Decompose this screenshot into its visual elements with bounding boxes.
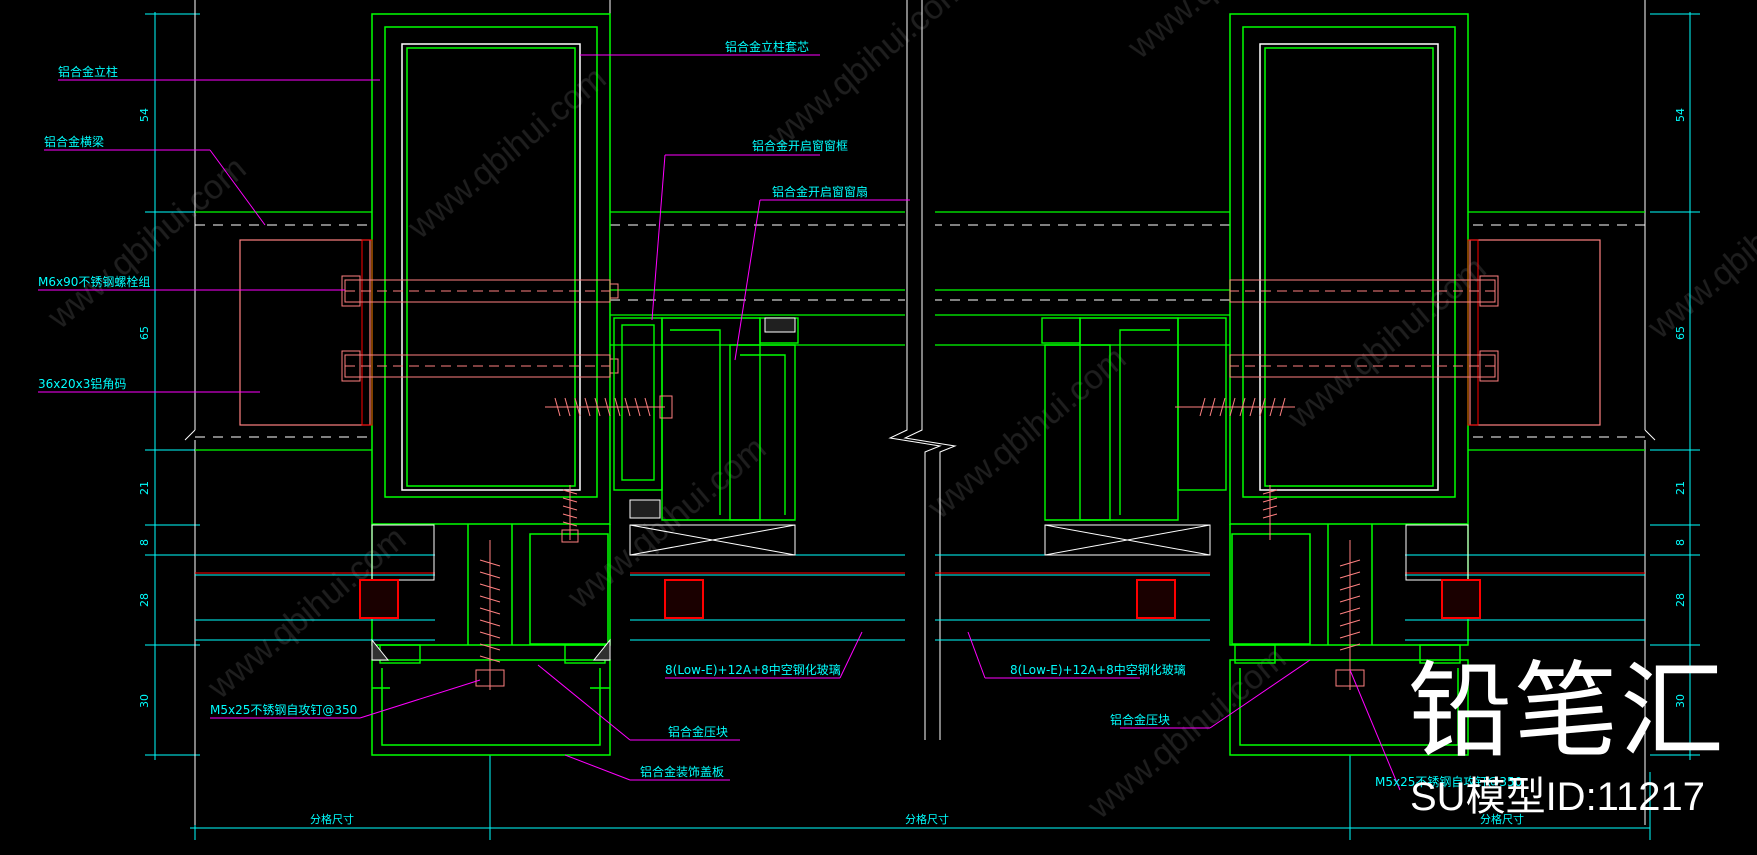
- vent-screw: [545, 395, 673, 419]
- watermark-url-2: www.qbihui.com: [760, 0, 973, 157]
- leader-lines: [38, 54, 1401, 791]
- label-glass-right: 8(Low-E)+12A+8中空钢化玻璃: [1010, 662, 1186, 677]
- dim-right-2: 21: [1674, 481, 1687, 495]
- watermark-url-8: www.qbihui.com: [1640, 159, 1757, 347]
- watermark-url-7: www.qbihui.com: [1280, 249, 1493, 437]
- dim-right-0: 54: [1674, 108, 1687, 122]
- left-assembly: [184, 0, 905, 825]
- watermark-url-6: www.qbihui.com: [920, 339, 1133, 527]
- label-angle: 36x20x3铝角码: [38, 376, 126, 391]
- label-mullion: 铝合金立柱: [58, 64, 118, 79]
- label-glass-left: 8(Low-E)+12A+8中空钢化玻璃: [665, 662, 841, 677]
- glass-left: [195, 554, 905, 641]
- label-vent-frame: 铝合金开启窗窗框: [752, 138, 848, 153]
- label-transom: 铝合金横梁: [44, 134, 104, 149]
- bottom-dim-left: 分格尺寸: [310, 812, 354, 826]
- dim-right-1: 65: [1674, 326, 1687, 340]
- bolt-upper: [341, 275, 619, 307]
- watermark-url-3: www.qbihui.com: [1120, 0, 1333, 67]
- bottom-dim-center: 分格尺寸: [905, 812, 949, 826]
- label-bolt: M6x90不锈钢螺栓组: [38, 274, 150, 289]
- left-dimension-chain: [145, 12, 200, 760]
- label-core: 铝合金立柱套芯: [725, 39, 809, 54]
- dim-left-3: 8: [138, 539, 151, 546]
- spacer-left-a: [359, 579, 399, 619]
- spacer-left-b: [664, 579, 704, 619]
- label-screw: M5x25不锈钢自攻钉@350: [210, 703, 357, 717]
- label-cover: 铝合金装饰盖板: [640, 764, 724, 779]
- pressure-screw-left: [475, 540, 505, 690]
- dim-right-3: 8: [1674, 539, 1687, 546]
- bottom-dim-right: 分格尺寸: [1480, 812, 1524, 826]
- right-assembly: [935, 0, 1656, 825]
- dim-left-4: 28: [138, 593, 151, 607]
- bolt-lower: [341, 350, 619, 382]
- dim-left-0: 54: [138, 108, 151, 122]
- dim-left-1: 65: [138, 326, 151, 340]
- dim-right-5: 30: [1674, 694, 1687, 708]
- label-pressure-right: 铝合金压块: [1110, 712, 1170, 727]
- watermark-model-id: SU模型ID:11217: [1410, 775, 1705, 819]
- label-screw-right: M5x25不锈钢自攻钉@350: [1375, 775, 1522, 789]
- dim-left-2: 21: [138, 481, 151, 495]
- dim-right-4: 28: [1674, 593, 1687, 607]
- watermark-url-1: www.qbihui.com: [400, 59, 613, 247]
- dim-left-5: 30: [138, 694, 151, 708]
- mullion-screw-upper: [561, 485, 579, 543]
- center-break-line: [888, 0, 957, 740]
- label-vent-sash: 铝合金开启窗窗扇: [772, 184, 868, 199]
- label-pressure-left: 铝合金压块: [668, 724, 728, 739]
- right-dimension-chain: [1650, 12, 1700, 760]
- watermark-url-0: www.qbihui.com: [40, 149, 253, 337]
- watermark-brand: 铅笔汇: [1408, 654, 1727, 770]
